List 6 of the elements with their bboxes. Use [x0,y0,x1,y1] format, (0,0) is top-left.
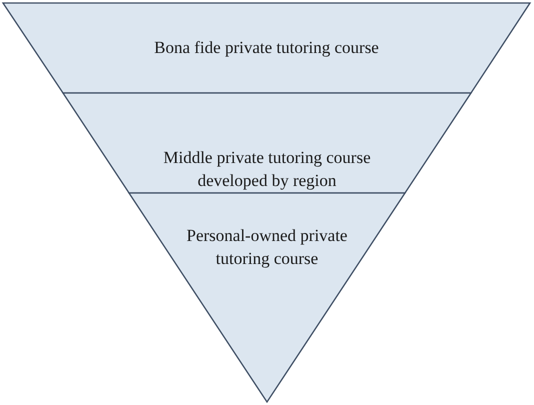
tier-label: Personal-owned private tutoring course [186,225,348,270]
pyramid-tier [62,92,472,194]
tier-label: Bona fide private tutoring course [153,37,380,59]
tier-label: Middle private tutoring course developed by region [162,147,372,192]
pyramid-tier [128,192,406,404]
pyramid-tier [2,2,532,94]
